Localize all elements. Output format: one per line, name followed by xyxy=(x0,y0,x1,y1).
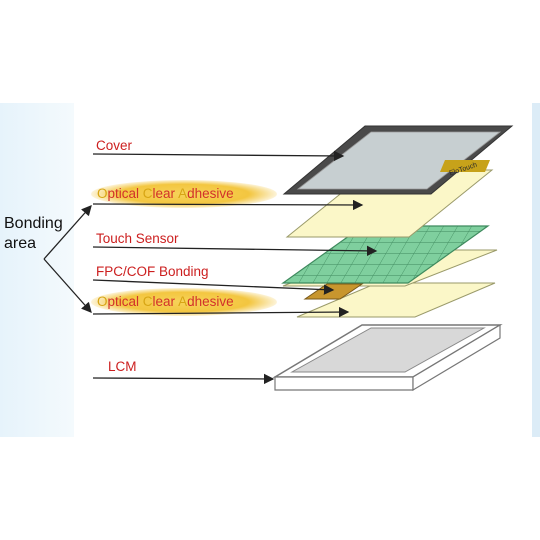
cover-logo-plate xyxy=(440,160,490,172)
bonding-area-label: Bonding area xyxy=(4,214,63,254)
arrow-cover xyxy=(92,150,345,162)
lcm-layer xyxy=(272,323,503,392)
cover-layer: EloTouch xyxy=(282,125,514,195)
arrow-oca-bottom xyxy=(92,306,350,318)
arrow-touch-sensor xyxy=(92,245,378,257)
bonding-area-line2: area xyxy=(4,235,37,252)
bracket-upper xyxy=(43,205,92,260)
oca-bottom-highlight xyxy=(91,288,277,316)
label-oca-top: Optical Clear Adhesive xyxy=(97,186,234,201)
oca-top-highlight xyxy=(91,180,277,208)
label-oca-bottom: Optical Clear Adhesive xyxy=(97,294,234,309)
bracket-lower xyxy=(43,258,92,313)
label-fpc-cof-bonding: FPC/COF Bonding xyxy=(96,264,209,279)
bonding-area-line1: Bonding xyxy=(4,215,63,232)
arrow-oca-top xyxy=(92,199,364,211)
left-gradient-band xyxy=(0,103,74,437)
touch-sensor-layer xyxy=(281,225,498,300)
label-touch-sensor: Touch Sensor xyxy=(96,231,179,246)
arrow-fpc-cof xyxy=(92,279,335,295)
arrow-lcm xyxy=(92,373,275,385)
label-lcm: LCM xyxy=(108,359,137,374)
right-edge-strip xyxy=(532,103,540,437)
label-cover: Cover xyxy=(96,138,133,153)
